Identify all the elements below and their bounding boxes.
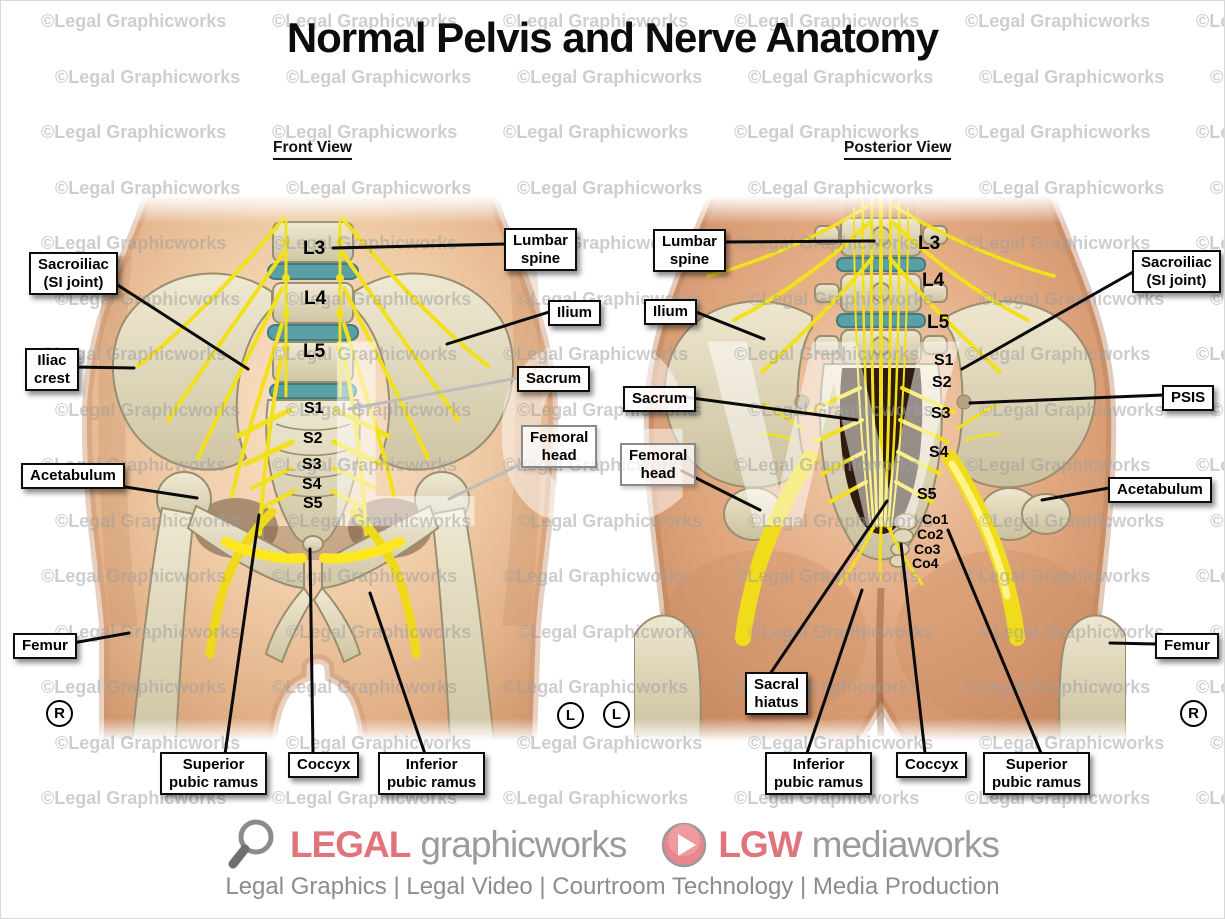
post-vertebra-L5: L5 <box>927 312 950 333</box>
label-front-sacrum: Sacrum <box>517 366 591 392</box>
label-post-acetabulum: Acetabulum <box>1108 477 1212 503</box>
play-icon <box>662 822 707 868</box>
post-vertebra-S5: S5 <box>917 486 937 503</box>
front-vertebra-L4: L4 <box>304 288 327 309</box>
label-post-lumbar-spine: Lumbar spine <box>653 229 727 273</box>
watermark-text: ©Legal Graphicworks <box>286 66 472 87</box>
watermark-text: ©Legal Graphicworks <box>1196 788 1224 808</box>
label-front-iliac-crest: Iliac crest <box>25 348 79 392</box>
watermark-text: ©Legal Graphicworks <box>979 66 1165 87</box>
label-front-sacroiliac: Sacroiliac (SI joint) <box>29 252 118 296</box>
front-vertebra-S3: S3 <box>302 456 322 473</box>
watermark-text: ©Legal Graphicworks <box>1210 510 1224 531</box>
post-vertebra-L3: L3 <box>918 233 941 254</box>
watermark-text: ©Legal Graphicworks <box>1196 344 1224 364</box>
watermark-text: ©Legal Graphicworks <box>1196 677 1224 697</box>
posterior-left-side-marker: L <box>603 701 630 728</box>
post-vertebra-Co3: Co3 <box>914 541 941 557</box>
label-post-sacroiliac: Sacroiliac (SI joint) <box>1132 250 1221 294</box>
watermark-text: ©Legal Graphicworks <box>517 66 703 87</box>
label-front-superior-pubic-ramus: Superior pubic ramus <box>160 752 268 796</box>
label-front-femur: Femur <box>13 633 77 659</box>
front-left-side-marker: L <box>557 702 584 729</box>
watermark-text: ©Legal Graphicworks <box>965 122 1151 142</box>
front-right-side-marker: R <box>46 700 73 727</box>
post-vertebra-S3: S3 <box>931 405 951 422</box>
label-front-coccyx: Coccyx <box>288 752 360 778</box>
watermark-text: ©Legal Graphicworks <box>1210 732 1224 753</box>
label-post-superior-pubic-ramus: Superior pubic ramus <box>983 752 1091 796</box>
watermark-text: ©Legal Graphicworks <box>41 122 227 142</box>
label-post-coccyx: Coccyx <box>896 752 968 778</box>
front-view-illustration <box>76 196 593 741</box>
brand-graphicworks: graphicworks <box>420 824 627 865</box>
post-vertebra-S1: S1 <box>934 352 954 369</box>
watermark-text: ©Legal Graphicworks <box>1196 455 1224 475</box>
watermark-text: ©Legal Graphicworks <box>55 66 241 87</box>
front-vertebra-S5: S5 <box>303 495 323 512</box>
brand-mediaworks: mediaworks <box>811 824 1000 865</box>
watermark-text: ©Legal Graphicworks <box>1196 566 1224 586</box>
magnifier-icon <box>228 819 274 869</box>
post-vertebra-Co4: Co4 <box>912 555 939 571</box>
watermark-text: ©Legal Graphicworks <box>503 788 689 808</box>
posterior-right-side-marker: R <box>1180 700 1207 727</box>
watermark-text: ©Legal Graphicworks <box>1210 177 1224 198</box>
page-title: Normal Pelvis and Nerve Anatomy <box>286 14 939 61</box>
post-vertebra-S4: S4 <box>929 444 949 461</box>
posterior-view-illustration <box>634 196 1126 741</box>
label-front-lumbar-spine: Lumbar spine <box>504 228 578 272</box>
label-post-ilium: Ilium <box>644 299 698 325</box>
front-vertebra-S4: S4 <box>302 476 322 493</box>
watermark-text: ©Legal Graphicworks <box>1196 122 1224 142</box>
front-vertebra-S1: S1 <box>304 400 324 417</box>
label-post-femur: Femur <box>1155 633 1219 659</box>
front-vertebra-L3: L3 <box>303 238 326 259</box>
front-vertebra-S2: S2 <box>303 430 323 447</box>
label-front-acetabulum: Acetabulum <box>21 463 125 489</box>
post-vertebra-Co2: Co2 <box>917 526 944 542</box>
label-front-ilium: Ilium <box>548 300 602 326</box>
posterior-view-heading: Posterior View <box>844 139 952 160</box>
post-vertebra-Co1: Co1 <box>922 511 949 527</box>
label-front-femoral-head: Femoral head <box>521 425 598 469</box>
post-vertebra-S2: S2 <box>932 374 952 391</box>
brand-lgw: LGW <box>718 824 802 865</box>
front-view-heading: Front View <box>273 139 352 160</box>
footer-brand: LEGAL graphicworks LGW mediaworks <box>1 817 1224 873</box>
label-front-inferior-pubic-ramus: Inferior pubic ramus <box>378 752 486 796</box>
watermark-text: ©Legal Graphicworks <box>748 66 934 87</box>
label-post-psis: PSIS <box>1162 385 1215 411</box>
watermark-text: ©Legal Graphicworks <box>1210 66 1224 87</box>
label-post-femoral-head: Femoral head <box>620 443 697 487</box>
label-post-inferior-pubic-ramus: Inferior pubic ramus <box>765 752 873 796</box>
brand-legal: LEGAL <box>289 824 411 865</box>
post-vertebra-L4: L4 <box>922 270 945 291</box>
footer-tagline: Legal Graphics | Legal Video | Courtroom… <box>225 873 1000 900</box>
watermark-text: ©Legal Graphicworks <box>503 122 689 142</box>
label-post-sacrum: Sacrum <box>623 386 697 412</box>
front-vertebra-L5: L5 <box>303 341 326 362</box>
label-post-sacral-hiatus: Sacral hiatus <box>745 672 809 716</box>
